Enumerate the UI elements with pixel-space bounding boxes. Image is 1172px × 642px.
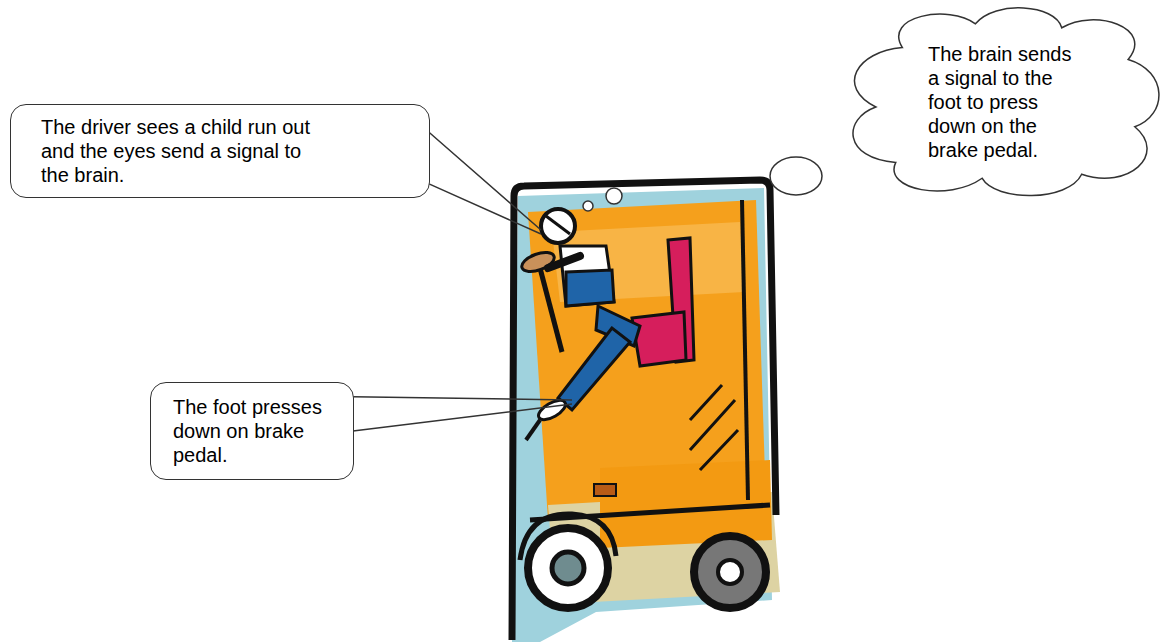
steering-column bbox=[540, 268, 562, 352]
leader-line bbox=[353, 397, 572, 431]
badge bbox=[594, 484, 616, 496]
steering-wheel bbox=[519, 249, 556, 276]
thought-bubble bbox=[770, 157, 822, 195]
front-wheel bbox=[528, 528, 608, 608]
driver-head bbox=[541, 209, 575, 243]
speech-callout: The foot presses down on brake pedal. bbox=[150, 382, 354, 480]
helmet-strap bbox=[546, 216, 570, 234]
callout-text: The driver sees a child run out and the … bbox=[41, 115, 333, 187]
speech-callout: The driver sees a child run out and the … bbox=[10, 104, 430, 198]
rear-wheel bbox=[694, 536, 766, 608]
driver-arm bbox=[548, 256, 580, 268]
callout-text: The brain sends a signal to the foot to … bbox=[928, 42, 1086, 162]
driver-shirt bbox=[560, 246, 614, 306]
cab-pillar bbox=[742, 200, 748, 500]
thought-bubble bbox=[606, 188, 622, 204]
seat bbox=[632, 312, 686, 366]
driver-shin bbox=[558, 328, 630, 410]
callout-text: The foot presses down on brake pedal. bbox=[173, 395, 335, 467]
leader-line bbox=[429, 132, 541, 234]
thought-cloud: The brain sends a signal to the foot to … bbox=[836, 4, 1168, 202]
driver-overalls bbox=[566, 270, 614, 306]
front-hub bbox=[552, 552, 584, 584]
rear-hub bbox=[718, 560, 742, 584]
glass-marks bbox=[690, 385, 738, 470]
cab-frame bbox=[512, 180, 776, 640]
brake-pedal bbox=[526, 420, 540, 440]
thought-bubble bbox=[583, 201, 593, 211]
